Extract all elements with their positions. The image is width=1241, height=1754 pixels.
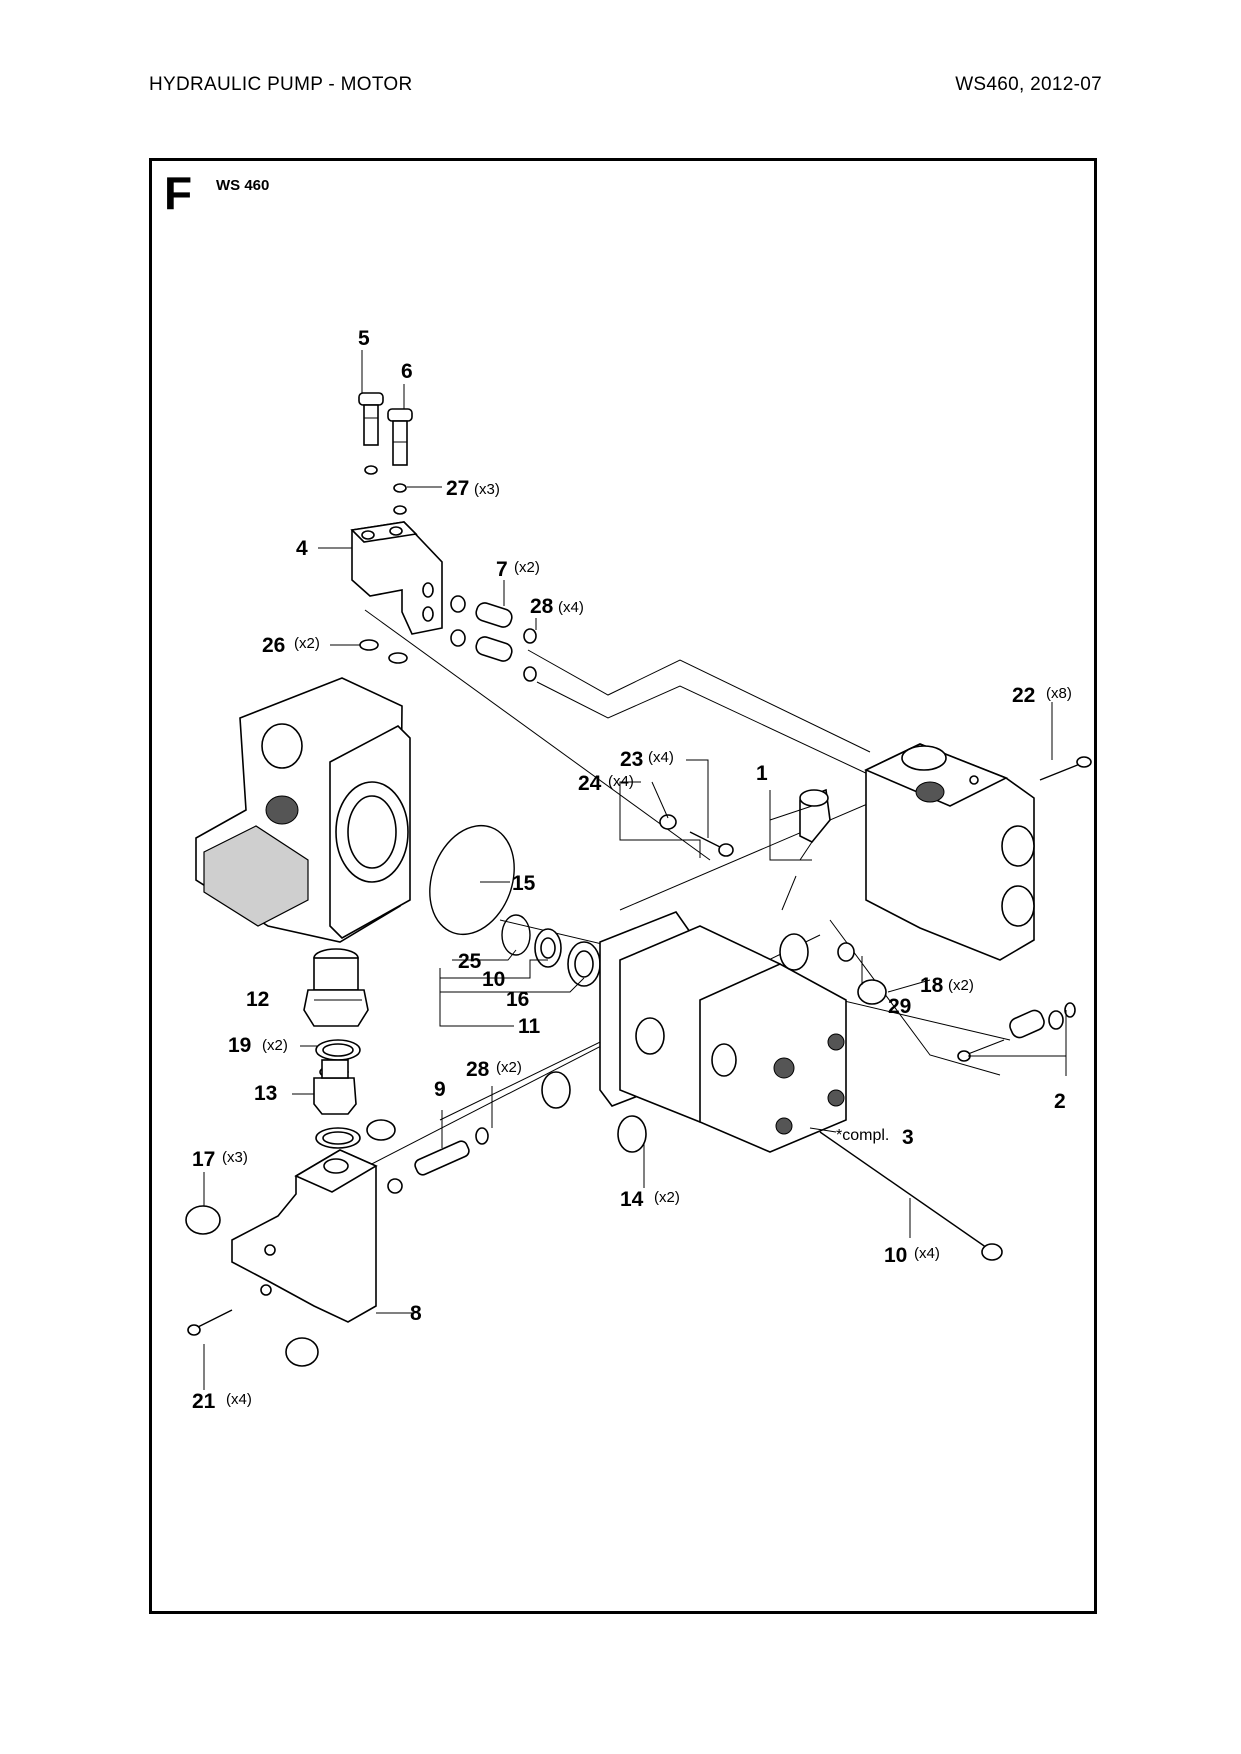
callout-14-number: 14 — [620, 1188, 644, 1211]
part-5-pin — [358, 392, 384, 446]
callout-10-number-screws: 10 — [884, 1244, 907, 1267]
callout-19-qty: (x2) — [262, 1037, 288, 1054]
section-letter: F — [164, 167, 193, 219]
callout-24-number: 24 — [578, 772, 602, 795]
callout-7-qty: (x2) — [514, 559, 540, 576]
callout-28-number-lower: 28 — [466, 1058, 490, 1081]
page-header-model-date: WS460, 2012-07 — [955, 74, 1102, 95]
callout-27-number: 27 — [446, 477, 469, 500]
callout-28-number-upper: 28 — [530, 595, 554, 618]
part-28-o-ring-lower — [475, 1127, 489, 1145]
part-22-screw — [1039, 756, 1092, 781]
part-8-manifold — [231, 1149, 378, 1323]
part-23-24-screws — [659, 814, 734, 857]
part-13-nipple — [313, 1059, 357, 1115]
callout-9-number: 9 — [434, 1078, 446, 1101]
callout-8-number: 8 — [410, 1302, 422, 1325]
part-17-plugs — [185, 1119, 396, 1367]
callout-16-number: 16 — [506, 988, 529, 1011]
part-7-cartridges — [450, 595, 513, 662]
part-26-seals — [359, 639, 408, 664]
right-valve-housing — [864, 743, 1035, 961]
callout-5-number: 5 — [358, 327, 370, 350]
callout-6-number: 6 — [401, 360, 413, 383]
part-2-check-valve — [957, 1002, 1076, 1062]
part-1-relief-valve — [781, 788, 831, 911]
part-27-o-rings — [364, 465, 407, 515]
callout-26-number: 26 — [262, 634, 285, 657]
part-3-hydraulic-pump — [599, 911, 847, 1153]
callout-28-qty-upper: (x4) — [558, 599, 584, 616]
part-15-o-ring — [429, 824, 515, 936]
part-19-seals — [315, 1039, 361, 1149]
part-10-long-screws — [819, 1131, 1003, 1261]
part-4-valve-block — [350, 521, 443, 635]
callout-labels: 5 6 27 (x3) 4 7 (x2) 28 (x4) 26 (x2) 22 … — [192, 327, 1072, 1413]
part-6-pin — [387, 408, 413, 466]
page-header-title: HYDRAULIC PUMP - MOTOR — [149, 74, 413, 95]
callout-19-number: 19 — [228, 1034, 251, 1057]
callout-14-qty: (x2) — [654, 1189, 680, 1206]
part-21-screw — [187, 1309, 233, 1336]
callout-12-number: 12 — [246, 988, 269, 1011]
callout-27-qty: (x3) — [474, 481, 500, 498]
callout-10-qty-screws: (x4) — [914, 1245, 940, 1262]
callout-24-qty: (x4) — [608, 773, 634, 790]
callout-23-qty: (x4) — [648, 749, 674, 766]
callout-29-number: 29 — [888, 995, 911, 1018]
callout-26-qty: (x2) — [294, 635, 320, 652]
callout-2-number: 2 — [1054, 1090, 1066, 1113]
part-9-valve-cartridge — [387, 1140, 470, 1194]
callout-22-qty: (x8) — [1046, 685, 1072, 702]
callout-18-qty: (x2) — [948, 977, 974, 994]
callout-17-qty: (x3) — [222, 1149, 248, 1166]
diagram-frame — [149, 158, 1097, 1614]
callout-21-number: 21 — [192, 1390, 216, 1413]
callout-17-number: 17 — [192, 1148, 215, 1171]
callout-28-qty-lower: (x2) — [496, 1059, 522, 1076]
callout-7-number: 7 — [496, 558, 508, 581]
callout-3-number: 3 — [902, 1126, 914, 1149]
callout-23-number: 23 — [620, 748, 643, 771]
part-10-washer — [534, 928, 562, 968]
callout-18-number: 18 — [920, 974, 944, 997]
part-12-adapter — [303, 948, 369, 1027]
callout-13-number: 13 — [254, 1082, 277, 1105]
pump-o-rings — [541, 933, 887, 1153]
motor-bellhousing — [195, 677, 411, 943]
model-label: WS 460 — [216, 177, 270, 194]
callout-25-number: 25 — [458, 950, 482, 973]
callout-15-number: 15 — [512, 872, 536, 895]
callout-21-qty: (x4) — [226, 1391, 252, 1408]
part-28-o-rings-upper — [523, 628, 537, 682]
callout-22-number: 22 — [1012, 684, 1035, 707]
callout-3-note: *compl. — [836, 1127, 889, 1144]
part-16-shaft-seal — [567, 941, 601, 987]
part-25-circlip — [501, 914, 531, 956]
leader-lines — [203, 350, 1067, 1390]
callout-10-number-washer: 10 — [482, 968, 505, 991]
callout-1-number: 1 — [756, 762, 768, 785]
callout-4-number: 4 — [296, 537, 308, 560]
callout-11-number: 11 — [518, 1015, 541, 1038]
